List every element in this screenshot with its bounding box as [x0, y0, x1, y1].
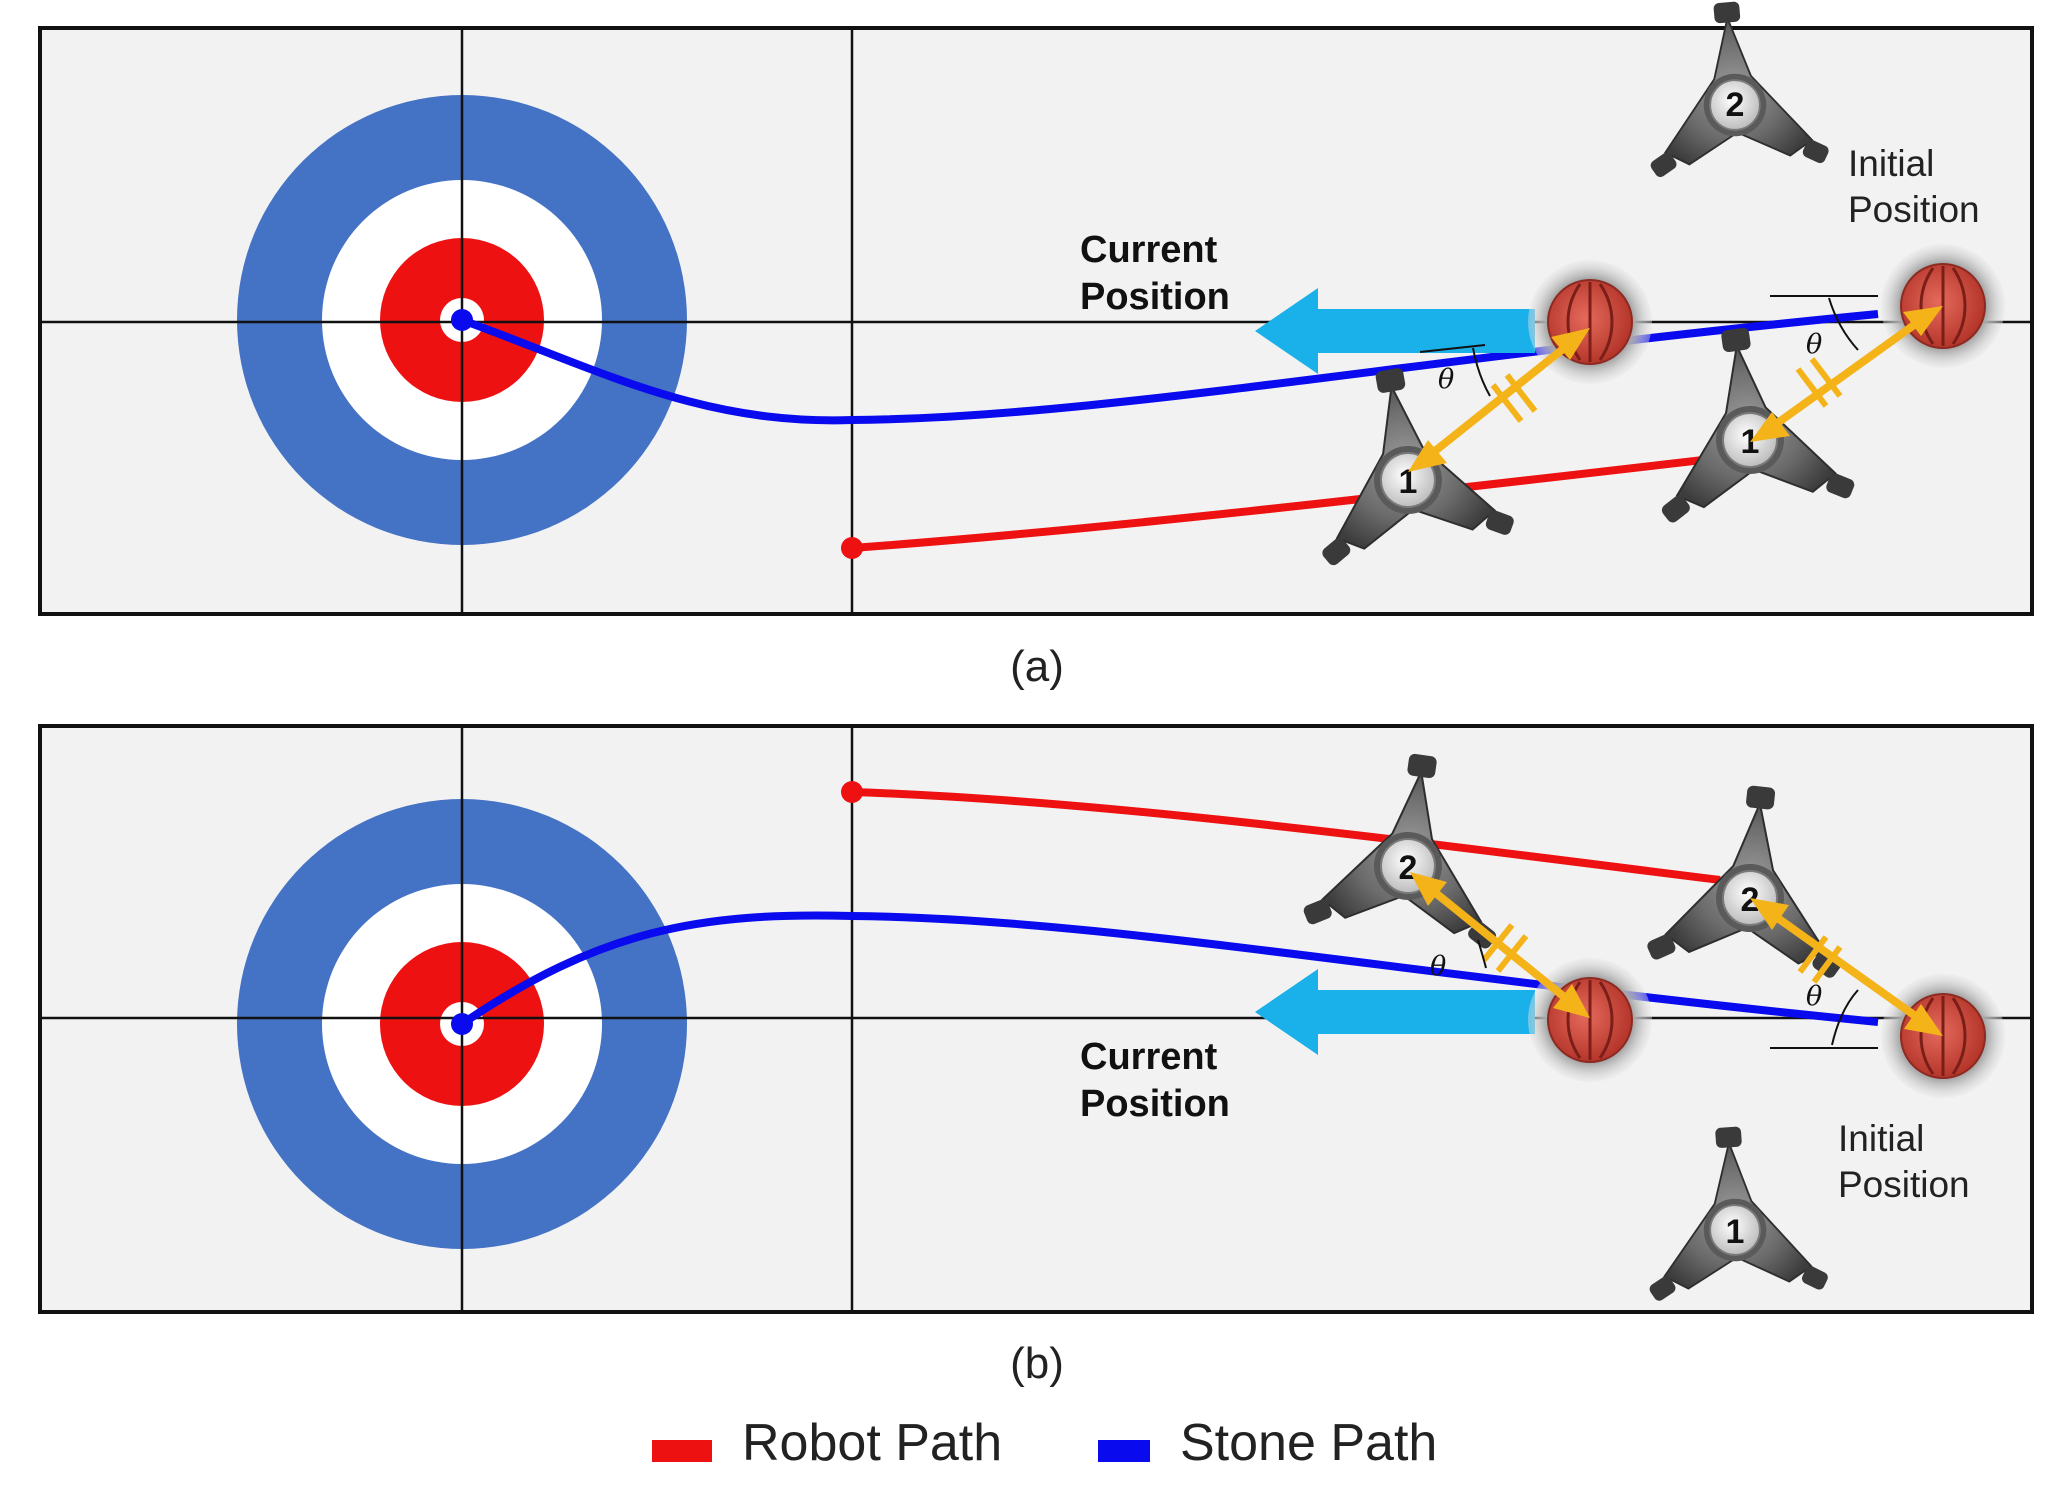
legend: Robot Path Stone Path: [652, 1414, 1437, 1472]
current-position-label: Current: [1080, 229, 1218, 271]
initial-position-label: Position: [1848, 189, 1980, 230]
current-position-label: Position: [1080, 276, 1230, 318]
initial-position-label: Initial: [1848, 143, 1934, 184]
robot-number: 2: [1726, 86, 1745, 124]
stone-current-b: [1526, 956, 1654, 1084]
robot-path-a: [851, 454, 1721, 552]
initial-position-label: Initial: [1838, 1118, 1924, 1159]
initial-position-label: Position: [1838, 1164, 1970, 1205]
theta-label: θ: [1430, 951, 1446, 982]
link-arrow-initial-b: [1750, 898, 1943, 1036]
legend-stone-label: Stone Path: [1180, 1414, 1437, 1472]
robot-path-start-a: [841, 537, 863, 559]
theta-label: θ: [1438, 364, 1454, 395]
stone-path-end-a: [451, 309, 473, 331]
velocity-arrow-a: [1255, 288, 1535, 374]
panel-b: 2 2 1 θ θ Current Position Initia: [38, 724, 2034, 1314]
stone-path-end-b: [451, 1013, 473, 1035]
caption-b: (b): [1010, 1339, 1064, 1388]
legend-robot-label: Robot Path: [742, 1414, 1002, 1472]
legend-robot-swatch: [652, 1440, 712, 1462]
current-position-label: Position: [1080, 1083, 1230, 1125]
theta-label: θ: [1806, 981, 1822, 1012]
theta-label: θ: [1806, 329, 1822, 360]
robot-number: 2: [1741, 881, 1760, 919]
angle-mark-b: [1477, 939, 1878, 1049]
caption-a: (a): [1010, 642, 1064, 691]
legend-stone-swatch: [1098, 1440, 1150, 1462]
link-arrow-current-b: [1410, 872, 1590, 1018]
link-arrow-current-a: [1408, 328, 1590, 472]
robot-number: 1: [1399, 463, 1418, 501]
angle-mark-a: [1419, 295, 1878, 397]
current-position-label: Current: [1080, 1036, 1218, 1078]
link-arrow-initial-a: [1750, 306, 1943, 442]
stone-path-b: [459, 911, 1879, 1028]
panel-a: 1 1 2 θ θ Current Position: [38, 0, 2034, 616]
robot-number: 2: [1399, 849, 1418, 887]
velocity-arrow-b: [1255, 969, 1535, 1055]
robot-path-start-b: [841, 781, 863, 803]
robot-number: 1: [1726, 1213, 1745, 1251]
robot-path-b: [851, 788, 1721, 884]
